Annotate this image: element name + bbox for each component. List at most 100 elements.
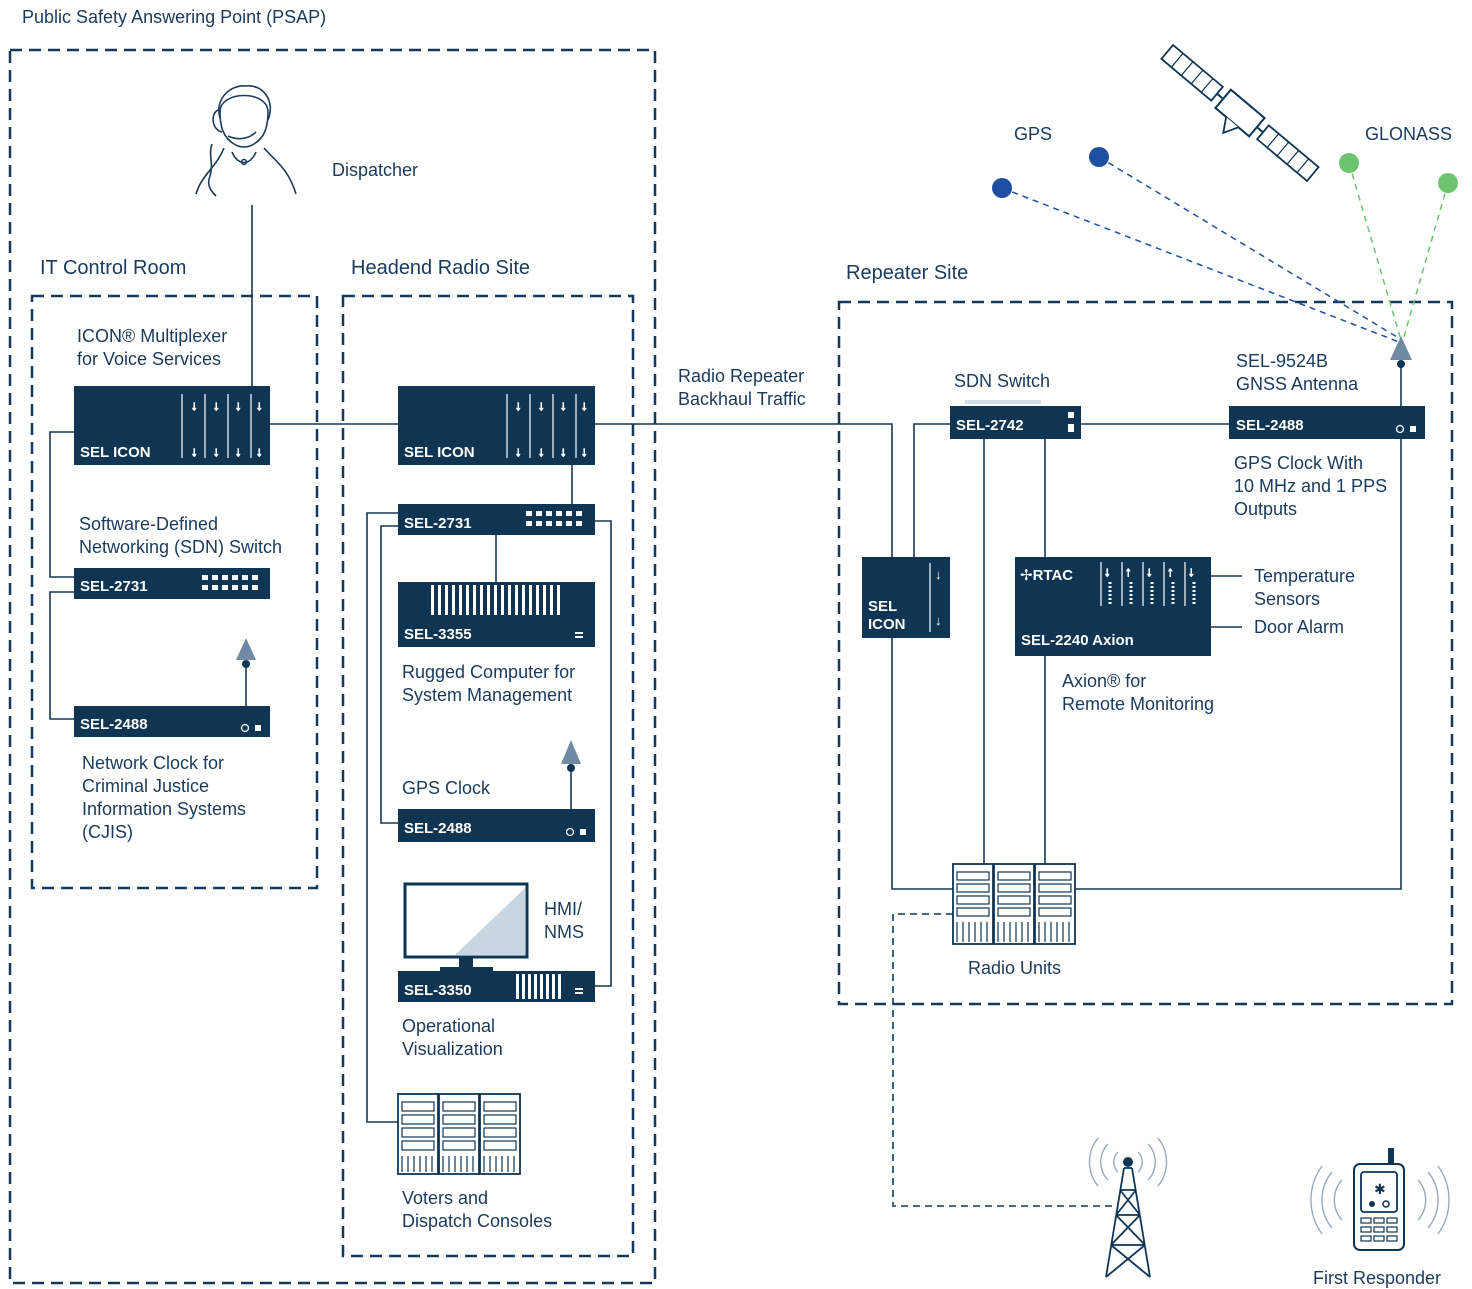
svg-text:↑: ↑ [1125,564,1132,579]
headend-sel-3350-device[interactable]: SEL-3350 [398,971,595,1002]
it-control-room-title: IT Control Room [40,257,186,279]
repeater-sel-2488-device[interactable]: SEL-2488 [1229,406,1425,439]
sdn-switch-label: SDN Switch [954,371,1050,391]
svg-text:↓: ↓ [213,444,220,459]
svg-text:↓: ↓ [538,398,545,413]
headend-radio-site-zone [341,294,635,1258]
repeater-sel-2742-device[interactable]: SEL-2742 [950,400,1081,439]
io-cards-icon: ↓ ↑ ↓ ↑ ↓ [1100,562,1196,606]
radio-tower-icon [1088,1137,1168,1278]
svg-text:↓: ↓ [560,398,567,413]
voters-caption: Voters and Dispatch Consoles [402,1188,552,1231]
svg-text:↓: ↓ [581,444,588,459]
connection-lines [49,205,1402,1207]
gps-satellite-dot [992,178,1012,198]
door-alarm-label: Door Alarm [1254,617,1344,637]
psap-zone [8,48,657,1285]
glonass-label: GLONASS [1365,124,1452,144]
svg-text:SEL-3350: SEL-3350 [404,982,472,999]
headend-sel-2488-device[interactable]: SEL-2488 [398,809,595,842]
gps-clock-caption: GPS Clock [402,778,491,798]
svg-text:↓: ↓ [560,444,567,459]
gnss-antenna-icon [1390,336,1412,368]
svg-text:↓: ↓ [235,444,242,459]
icon-multiplexer-caption: ICON® Multiplexer for Voice Services [77,326,232,369]
svg-text:↓: ↓ [256,444,263,459]
svg-text:↓: ↓ [581,398,588,413]
it-icon-device[interactable]: SEL ICON ↓ ↓ ↓ ↓ ↓ ↓ ↓ ↓ [74,386,270,465]
ethernet-ports-icon [202,575,258,590]
gps-satellite-dot [1089,147,1109,167]
first-responder-label: First Responder [1313,1268,1441,1288]
svg-text:↓: ↓ [191,398,198,413]
it-sel-2731-device[interactable]: SEL-2731 [74,568,270,599]
port-arrows-icon: ↓ ↓ ↓ ↓ ↓ ↓ ↓ ↓ [181,394,263,460]
svg-text:SEL-3355: SEL-3355 [404,626,472,643]
svg-text:↓: ↓ [935,567,942,582]
svg-text:SEL-2731: SEL-2731 [80,578,148,595]
svg-text:✱: ✱ [1374,1181,1386,1197]
handheld-radio-icon: ✱ [1310,1148,1450,1251]
port-arrows-icon: ↓ ↓ ↓ ↓ ↓ ↓ ↓ ↓ [506,394,588,460]
monitor-icon [403,882,529,971]
repeater-site-title: Repeater Site [846,262,968,284]
radio-units-icon [952,863,1076,945]
headend-sel-2731-device[interactable]: SEL-2731 [398,504,595,535]
radio-units-label: Radio Units [968,958,1061,978]
svg-text:SEL-2240 Axion: SEL-2240 Axion [1021,632,1134,649]
svg-text:SEL-2488: SEL-2488 [1236,417,1304,434]
svg-text:SEL-2488: SEL-2488 [80,716,148,733]
rugged-computer-caption: Rugged Computer for System Management [402,662,580,705]
it-sel-2488-device[interactable]: SEL-2488 [74,706,270,737]
svg-text:↓: ↓ [191,444,198,459]
svg-text:SEL ICON: SEL ICON [404,444,475,461]
psap-title: Public Safety Answering Point (PSAP) [22,7,326,27]
svg-text:SEL-2742: SEL-2742 [956,417,1024,434]
operational-visualization-caption: Operational Visualization [402,1016,503,1059]
svg-text:↓: ↓ [515,398,522,413]
svg-text:↓: ↓ [538,444,545,459]
glonass-satellite-dot [1339,153,1359,173]
vent-grille-icon [516,974,561,999]
hmi-nms-caption: HMI/ NMS [544,899,587,942]
svg-text:↓: ↓ [1104,564,1111,579]
svg-text:SEL: SEL [868,598,897,615]
server-rack-icon [397,1093,521,1175]
glonass-satellite-dot [1438,173,1458,193]
gps-clock-outputs-caption: GPS Clock With 10 MHz and 1 PPS Outputs [1234,453,1392,519]
backhaul-caption: Radio Repeater Backhaul Traffic [678,366,809,409]
satellite-icon [1160,43,1320,183]
svg-text:↓: ↓ [1188,564,1195,579]
svg-text:↓: ↓ [256,398,263,413]
gnss-antenna-caption: SEL-9524B GNSS Antenna [1236,351,1359,394]
network-clock-caption: Network Clock for Criminal Justice Infor… [82,753,251,842]
gps-label: GPS [1014,124,1052,144]
repeater-icon-device[interactable]: SEL ICON ↓ ↓ [862,557,950,638]
vent-grille-icon [431,585,560,615]
repeater-site-zone [837,300,1454,1006]
svg-text:↓: ↓ [935,613,942,628]
satellite-signal-lines [1001,156,1449,343]
repeater-rtac-device[interactable]: ✢RTAC ↓ ↑ ↓ ↑ ↓ SEL-2240 Axion [1015,557,1211,656]
svg-text:↓: ↓ [213,398,220,413]
antenna-icon [561,740,581,772]
headend-radio-site-title: Headend Radio Site [351,257,530,279]
svg-text:SEL-2488: SEL-2488 [404,820,472,837]
svg-text:↓: ↓ [515,444,522,459]
temperature-sensors-label: Temperature Sensors [1254,566,1360,609]
antenna-icon [236,638,256,668]
headend-sel-3355-device[interactable]: SEL-3355 [398,582,595,647]
it-control-room-zone [30,294,319,890]
headend-icon-device[interactable]: SEL ICON ↓ ↓ ↓ ↓ ↓ ↓ ↓ ↓ [398,386,595,465]
svg-text:↑: ↑ [1167,564,1174,579]
svg-text:SEL-2731: SEL-2731 [404,515,472,532]
ethernet-ports-icon [526,511,582,526]
svg-text:↓: ↓ [1146,564,1153,579]
dispatcher-label: Dispatcher [332,160,418,180]
svg-text:SEL ICON: SEL ICON [80,444,151,461]
axion-caption: Axion® for Remote Monitoring [1062,671,1214,714]
svg-text:↓: ↓ [235,398,242,413]
svg-text:ICON: ICON [868,616,906,633]
rtac-logo: ✢RTAC [1020,567,1073,584]
sdn-switch-caption: Software-Defined Networking (SDN) Switch [79,514,282,557]
